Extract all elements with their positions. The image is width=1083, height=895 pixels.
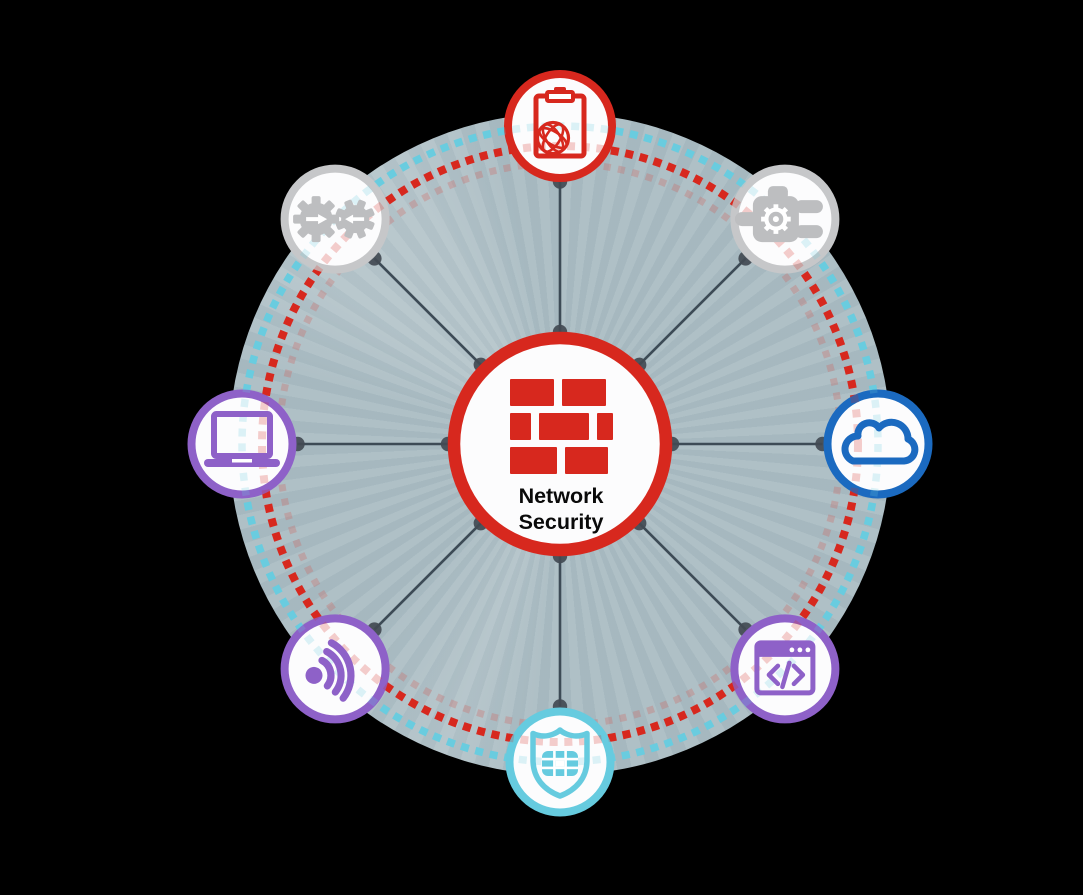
spoke-bottom-right	[632, 516, 753, 637]
shield-grid-icon	[530, 727, 590, 799]
wifi-signal-icon	[305, 639, 355, 702]
spoke-top-right	[632, 251, 753, 372]
spoke-top	[552, 174, 568, 340]
faint-ring-overlays	[238, 122, 882, 766]
code-window-icon	[754, 640, 816, 696]
center-label-line2: Security	[519, 510, 604, 534]
spoke-bottom-left	[367, 516, 488, 637]
clipboard-globe-icon	[533, 87, 587, 159]
plug-gear-cutout	[761, 204, 791, 234]
shield-grid	[542, 751, 578, 776]
cloud-icon	[841, 418, 919, 465]
spoke-top-left	[367, 251, 488, 372]
center-label-line1: Network	[519, 484, 604, 508]
node-bottom-left-circle	[280, 614, 390, 724]
node-right-circle	[823, 389, 933, 499]
firewall-bricks-icon	[510, 379, 613, 474]
spoke-right	[664, 436, 830, 452]
center-node-network-security: Network Security	[447, 331, 673, 557]
globe-lattice	[535, 120, 571, 156]
spoke-bottom	[552, 548, 568, 714]
laptop-icon	[204, 411, 280, 467]
plug-gear-icon	[734, 186, 823, 243]
gears-sync-icon	[293, 196, 375, 243]
spoke-left	[290, 436, 456, 452]
